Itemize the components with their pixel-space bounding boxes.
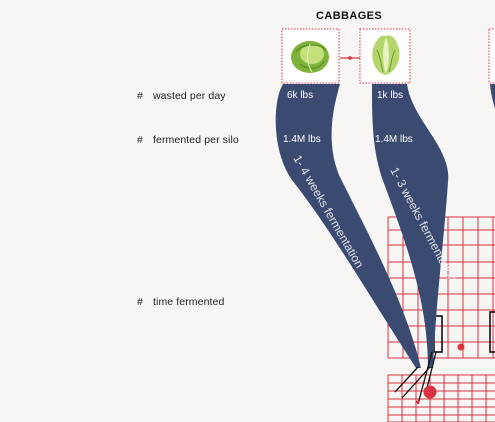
flow-lines	[394, 351, 437, 405]
fermented-value-round: 1.4M lbs	[283, 134, 321, 145]
row-label-time: # time fermented	[137, 296, 224, 308]
round-cabbage-icon	[291, 41, 329, 73]
flow-ribbon-round-cabbage	[275, 84, 421, 368]
silo-outline	[489, 311, 495, 353]
row-label-text: time fermented	[153, 296, 225, 308]
ferment-dot	[457, 343, 465, 351]
wasted-value-napa: 1k lbs	[377, 90, 403, 101]
storage-grid	[387, 216, 495, 422]
image-frame-partial	[488, 28, 495, 84]
flow-ribbon-napa-cabbage	[372, 84, 449, 368]
row-label-text: wasted per day	[153, 90, 226, 102]
row-label-fermented: # fermented per silo	[137, 134, 239, 146]
fermented-value-napa: 1.4M lbs	[375, 134, 413, 145]
napa-cabbage-icon	[372, 35, 400, 75]
row-label-wasted: # wasted per day	[137, 90, 226, 102]
ferment-dot	[423, 385, 437, 399]
flow-ribbon-edge	[490, 84, 495, 108]
hash-marker: #	[137, 90, 143, 102]
section-title: CABBAGES	[316, 10, 383, 22]
ferment-dot	[416, 400, 420, 404]
hash-marker: #	[137, 134, 143, 146]
connector-dot	[348, 56, 352, 60]
row-label-text: fermented per silo	[153, 134, 239, 146]
wasted-value-round: 6k lbs	[287, 90, 313, 101]
hash-marker: #	[137, 296, 143, 308]
lower-grid	[387, 374, 495, 422]
